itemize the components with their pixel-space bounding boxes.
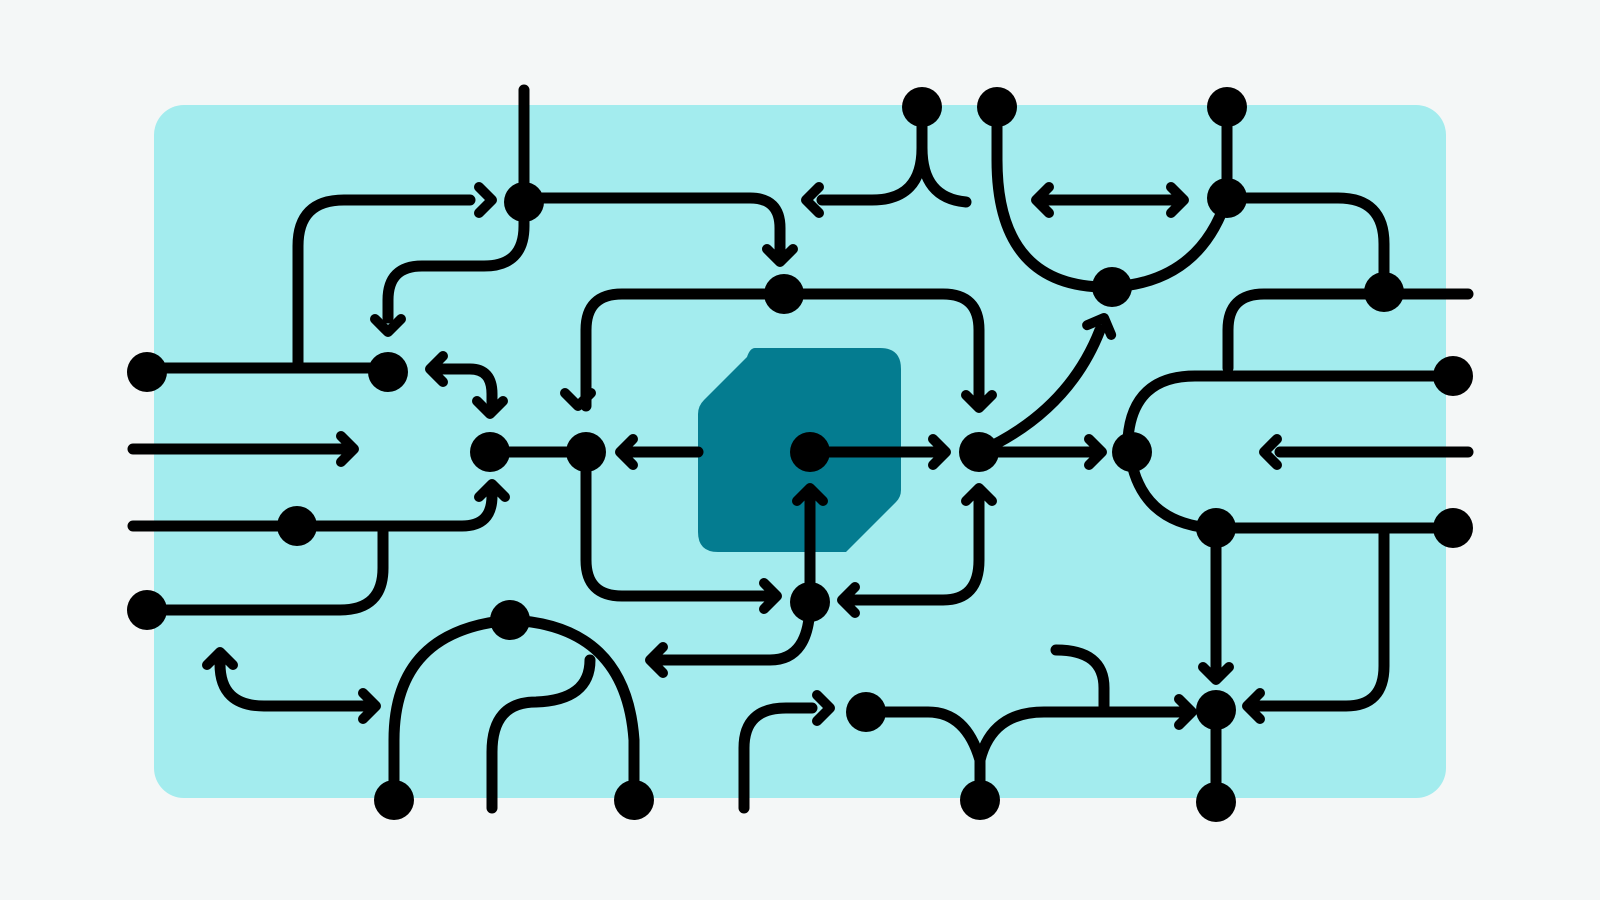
connector-wire-27 bbox=[1222, 288, 1474, 374]
junction-dot-icon bbox=[490, 600, 530, 640]
chevron-arrowhead-icon bbox=[1082, 313, 1117, 340]
connector-wire-32 bbox=[214, 658, 370, 712]
junction-dot-icon bbox=[368, 352, 408, 392]
chevron-arrowhead-icon bbox=[202, 647, 238, 670]
connector-wire-3 bbox=[518, 192, 786, 256]
connector-wire-31 bbox=[1252, 522, 1390, 712]
junction-dot-icon bbox=[504, 182, 544, 222]
junction-dot-icon bbox=[277, 506, 317, 546]
junction-dot-icon bbox=[1433, 508, 1473, 548]
connector-wire-10 bbox=[127, 490, 498, 532]
chevron-arrowhead-icon bbox=[1166, 182, 1189, 218]
chevron-arrowhead-icon bbox=[762, 244, 798, 267]
connector-wire-6 bbox=[430, 363, 498, 408]
chevron-arrowhead-icon bbox=[474, 479, 510, 502]
connector-wire-35 bbox=[738, 702, 818, 814]
junction-dot-icon bbox=[1207, 178, 1247, 218]
junction-dot-icon bbox=[1196, 690, 1236, 730]
junction-dot-icon bbox=[470, 432, 510, 472]
junction-dot-icon bbox=[1196, 782, 1236, 822]
chevron-arrowhead-icon bbox=[472, 396, 508, 419]
junction-dot-icon bbox=[764, 274, 804, 314]
chevron-arrowhead-icon bbox=[474, 182, 497, 218]
junction-dot-icon bbox=[1112, 432, 1152, 472]
connector-wire-17 bbox=[844, 490, 985, 606]
connector-wire-37 bbox=[974, 706, 1186, 766]
junction-dot-icon bbox=[846, 692, 886, 732]
chevron-arrowhead-icon bbox=[928, 434, 951, 470]
chevron-arrowhead-icon bbox=[1174, 694, 1197, 730]
junction-dot-icon bbox=[566, 432, 606, 472]
chevron-arrowhead-icon bbox=[358, 688, 381, 724]
chevron-arrowhead-icon bbox=[560, 388, 596, 411]
connector-wire-11 bbox=[141, 520, 389, 616]
chevron-arrowhead-icon bbox=[759, 578, 782, 614]
junction-dot-icon bbox=[614, 780, 654, 820]
chevron-arrowhead-icon bbox=[1031, 182, 1054, 218]
junction-dot-icon bbox=[127, 590, 167, 630]
junction-dot-icon bbox=[977, 87, 1017, 127]
chevron-arrowhead-icon bbox=[812, 690, 835, 726]
chevron-arrowhead-icon bbox=[961, 390, 997, 413]
junction-dot-icon bbox=[959, 432, 999, 472]
connector-wire-4 bbox=[382, 192, 530, 324]
chevron-arrowhead-icon bbox=[370, 314, 406, 337]
connector-wire-38 bbox=[1050, 644, 1110, 712]
junction-dot-icon bbox=[1196, 508, 1236, 548]
connector-wire-34 bbox=[486, 654, 596, 814]
connector-wire-26 bbox=[1221, 192, 1390, 298]
chevron-arrowhead-icon bbox=[1084, 434, 1107, 470]
junction-dot-icon bbox=[127, 352, 167, 392]
chevron-arrowhead-icon bbox=[1198, 662, 1234, 685]
junction-layer bbox=[127, 87, 1473, 822]
junction-dot-icon bbox=[790, 432, 830, 472]
junction-dot-icon bbox=[1207, 87, 1247, 127]
chevron-arrowhead-icon bbox=[425, 351, 448, 387]
junction-dot-icon bbox=[960, 780, 1000, 820]
junction-dot-icon bbox=[902, 87, 942, 127]
chevron-arrowhead-icon bbox=[645, 642, 668, 678]
chevron-arrowhead-icon bbox=[615, 434, 638, 470]
chevron-arrowhead-icon bbox=[336, 431, 359, 467]
connector-wire-12 bbox=[580, 288, 790, 412]
chevron-arrowhead-icon bbox=[801, 182, 824, 218]
connector-wire-2 bbox=[292, 194, 476, 374]
junction-dot-icon bbox=[1433, 356, 1473, 396]
chevron-arrowhead-icon bbox=[961, 483, 997, 506]
connector-wire-19 bbox=[973, 324, 1106, 458]
chevron-arrowhead-icon bbox=[1259, 434, 1282, 470]
junction-dot-icon bbox=[1092, 267, 1132, 307]
chevron-arrowhead-icon bbox=[792, 483, 828, 506]
chevron-arrowhead-icon bbox=[1242, 688, 1265, 724]
connector-wire-14 bbox=[580, 446, 772, 602]
connector-wire-22 bbox=[916, 142, 972, 208]
junction-dot-icon bbox=[1364, 272, 1404, 312]
connector-wire-13 bbox=[778, 288, 985, 412]
junction-dot-icon bbox=[790, 582, 830, 622]
arrowhead-layer bbox=[202, 182, 1282, 730]
junction-dot-icon bbox=[374, 780, 414, 820]
chevron-arrowhead-icon bbox=[837, 582, 860, 618]
